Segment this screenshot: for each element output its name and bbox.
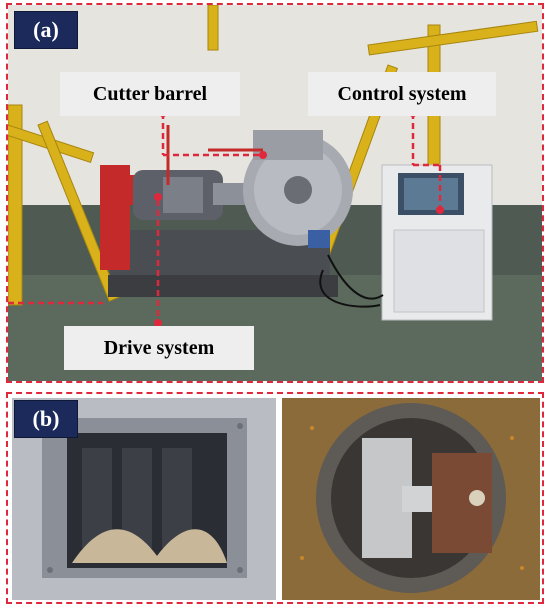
panel-a-label: (a) <box>14 11 78 49</box>
drive-system-label: Drive system <box>64 326 254 370</box>
control-system-label: Control system <box>308 72 496 116</box>
test-rig-photo <box>8 5 542 381</box>
panel-b: (b) <box>6 392 544 604</box>
cutter-barrel-interior-photo <box>12 398 276 600</box>
panel-a: (a) Cutter barrel Control system Drive s… <box>6 3 544 383</box>
panel-b-label: (b) <box>14 400 78 438</box>
cutting-tool-closeup-photo <box>282 398 540 600</box>
cutter-barrel-label: Cutter barrel <box>60 72 240 116</box>
